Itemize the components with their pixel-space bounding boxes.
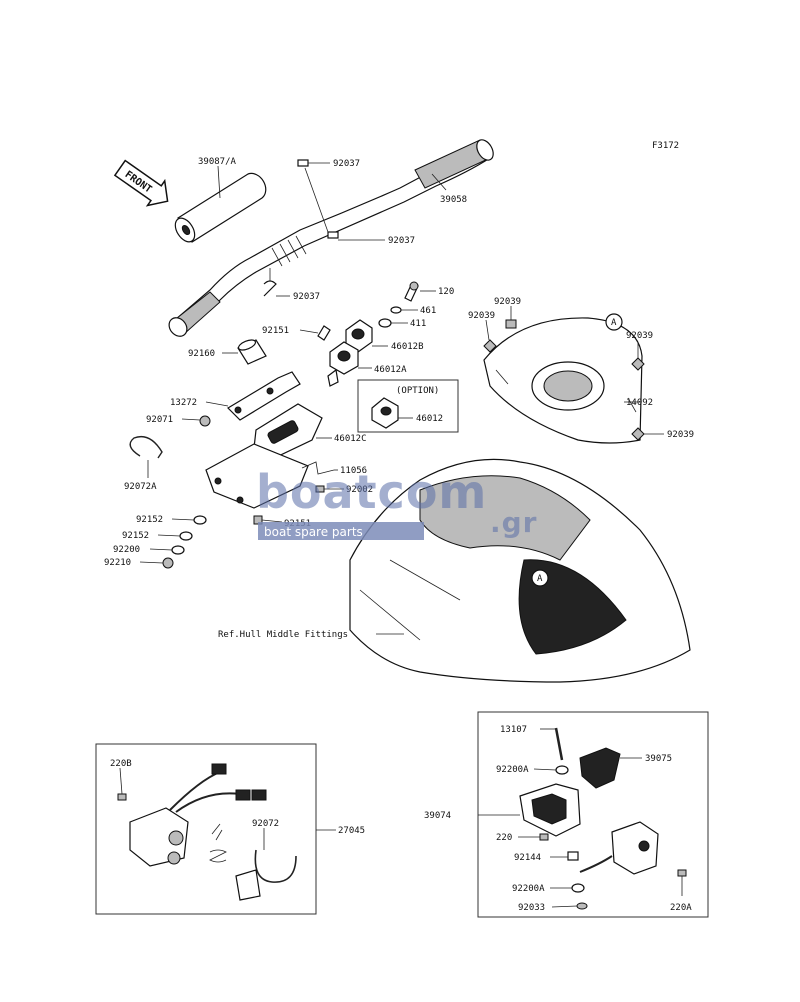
callout-92002: 92002	[346, 485, 373, 495]
cover-part-14092	[483, 317, 643, 444]
callout-46012C: 46012C	[334, 434, 367, 444]
cable-tie-part-92072A	[129, 435, 163, 459]
callout-92200: 92200	[113, 545, 140, 555]
callout-92072A: 92072A	[124, 482, 157, 492]
washer-part-92200A-a	[555, 765, 569, 775]
collar-part-92144	[567, 851, 579, 861]
callout-461: 461	[420, 306, 436, 316]
callout-92151-a: 92151	[262, 326, 289, 336]
watermark: boatcom .gr boat spare parts	[256, 465, 538, 540]
callout-92071: 92071	[146, 415, 173, 425]
figure-id: F3172	[652, 141, 679, 151]
nut-part-92210	[162, 557, 174, 569]
option-title: (OPTION)	[396, 386, 439, 396]
bolt-part-220B	[117, 793, 127, 801]
clip-part-92037-c	[263, 280, 290, 297]
lever-body-part	[519, 783, 581, 837]
washer-part-461	[390, 306, 402, 314]
fastener-part-92039-c	[631, 357, 645, 371]
callout-39074: 39074	[424, 811, 451, 821]
callout-13272: 13272	[170, 398, 197, 408]
callout-39058: 39058	[440, 195, 467, 205]
clip-part-92037-a	[297, 159, 330, 167]
washer-part-92200A-b	[571, 883, 585, 893]
washer-part-92200	[171, 545, 185, 555]
hull-part	[349, 458, 691, 683]
ring-part-92033	[576, 902, 588, 910]
watermark-brand: boatcom	[256, 465, 487, 519]
callout-92200A-a: 92200A	[496, 765, 529, 775]
fastener-part-92039-b	[483, 339, 497, 353]
callout-92037-a: 92037	[333, 159, 360, 169]
hull-reference-label: Ref.Hull Middle Fittings	[218, 630, 348, 640]
handlebar-part	[168, 139, 494, 337]
washer-part-92152-b	[179, 531, 193, 541]
spring-part-11056	[301, 461, 335, 475]
callout-92152-a: 92152	[136, 515, 163, 525]
callout-220B: 220B	[110, 759, 132, 769]
callout-92144: 92144	[514, 853, 541, 863]
clamp-part-46012A	[327, 341, 359, 387]
callout-46012B: 46012B	[391, 342, 424, 352]
callout-92210: 92210	[104, 558, 131, 568]
fastener-part-92039-a	[505, 319, 517, 329]
inset-switch-assembly	[95, 743, 317, 915]
washer-part-92152-a	[193, 515, 207, 525]
watermark-suffix: .gr	[490, 506, 538, 539]
callout-120: 120	[438, 287, 454, 297]
marker-a-top	[605, 313, 623, 331]
callout-46012A: 46012A	[374, 365, 407, 375]
marker-a-hull	[531, 569, 549, 587]
callout-411: 411	[410, 319, 426, 329]
spring-clip-part	[209, 823, 227, 863]
callout-92037-b: 92037	[388, 236, 415, 246]
bolt-part-92151-a	[317, 325, 331, 341]
throttle-lever-part	[579, 821, 659, 875]
callout-92072: 92072	[252, 819, 279, 829]
option-box: (OPTION) 46012	[357, 379, 459, 433]
callout-92039-a: 92039	[494, 297, 521, 307]
callout-92033: 92033	[518, 903, 545, 913]
bolt-part-220A	[677, 869, 687, 877]
callout-92039-b: 92039	[468, 311, 495, 321]
watermark-tagline: boat spare parts	[264, 525, 363, 539]
callout-A-top: A	[611, 318, 617, 328]
base-plate-part	[205, 443, 309, 509]
cover-part-39075	[579, 747, 621, 789]
callout-A-hull: A	[537, 574, 543, 584]
callout-14092: 14092	[626, 398, 653, 408]
callout-92200A-b: 92200A	[512, 884, 545, 894]
callout-39087A: 39087/A	[198, 157, 237, 167]
callout-27045: 27045	[338, 826, 365, 836]
bracket-part-13272	[227, 371, 301, 421]
nut-part-92071	[199, 415, 211, 427]
callout-92160: 92160	[188, 349, 215, 359]
callout-13107: 13107	[500, 725, 527, 735]
collar-part-92160	[237, 339, 267, 365]
callout-11056: 11056	[340, 466, 367, 476]
callout-92152-b: 92152	[122, 531, 149, 541]
callout-92039-d: 92039	[667, 430, 694, 440]
callout-92039-c: 92039	[626, 331, 653, 341]
callout-39075: 39075	[645, 754, 672, 764]
callout-220A: 220A	[670, 903, 692, 913]
callout-92037-c: 92037	[293, 292, 320, 302]
handlebar-grip-part	[174, 172, 267, 243]
band-part-92072	[235, 849, 297, 901]
front-arrow: FRONT	[113, 159, 169, 207]
bolt-part-220	[539, 833, 549, 841]
bolt-part-120	[404, 281, 436, 302]
pin-part-13107	[554, 727, 564, 761]
inset-lever-assembly	[477, 711, 709, 918]
switch-assembly-part	[129, 763, 267, 867]
washer-part-411	[378, 318, 392, 328]
option-part-number: 46012	[416, 414, 443, 424]
clip-part-92037-b	[327, 231, 385, 241]
callout-220: 220	[496, 833, 512, 843]
